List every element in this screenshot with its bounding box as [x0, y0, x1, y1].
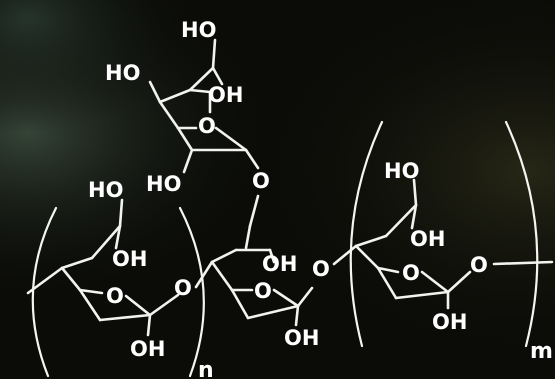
top-ring-ho-left-label: HO — [105, 61, 140, 85]
right-bracket-close — [504, 120, 539, 348]
top-sugar-ring — [148, 38, 260, 228]
right-ring-oh-bottom-label: OH — [432, 310, 467, 334]
left-ring-oh-bottom-label: OH — [130, 337, 165, 361]
left-ring-oxygen-label: O — [106, 284, 124, 308]
right-bracket-open — [349, 120, 384, 348]
top-ring-hydroxymethyl-label: HO — [181, 18, 216, 42]
repeat-subscript-n: n — [198, 358, 214, 379]
right-ring-hydroxymethyl-label: HO — [384, 159, 419, 183]
left-ring-hydroxymethyl-label: HO — [88, 178, 123, 202]
left-ring-oh-label: OH — [112, 247, 147, 271]
middle-ring-oh-bottom-label: OH — [284, 326, 319, 350]
left-bracket-open — [31, 206, 58, 378]
top-ring-oxygen-label: O — [198, 114, 216, 138]
right-glycosidic-oxygen-label: O — [470, 253, 488, 277]
middle-sugar-ring — [210, 224, 358, 327]
left-glycosidic-oxygen-label: O — [174, 276, 192, 300]
top-ring-oh-right-label: OH — [208, 83, 243, 107]
middle-glycosidic-oxygen-label: O — [312, 257, 330, 281]
left-sugar-ring — [26, 198, 214, 337]
middle-ring-oh-label: OH — [262, 252, 297, 276]
right-ring-oxygen-label: O — [402, 261, 420, 285]
left-bracket-close — [178, 206, 205, 378]
repeat-subscript-m: m — [530, 339, 553, 364]
middle-ring-oxygen-label: O — [254, 279, 272, 303]
top-ring-ho-bottom-label: HO — [146, 172, 181, 196]
right-sugar-ring — [354, 178, 554, 310]
top-link-oxygen-label: O — [252, 169, 270, 193]
right-ring-oh-label: OH — [410, 227, 445, 251]
